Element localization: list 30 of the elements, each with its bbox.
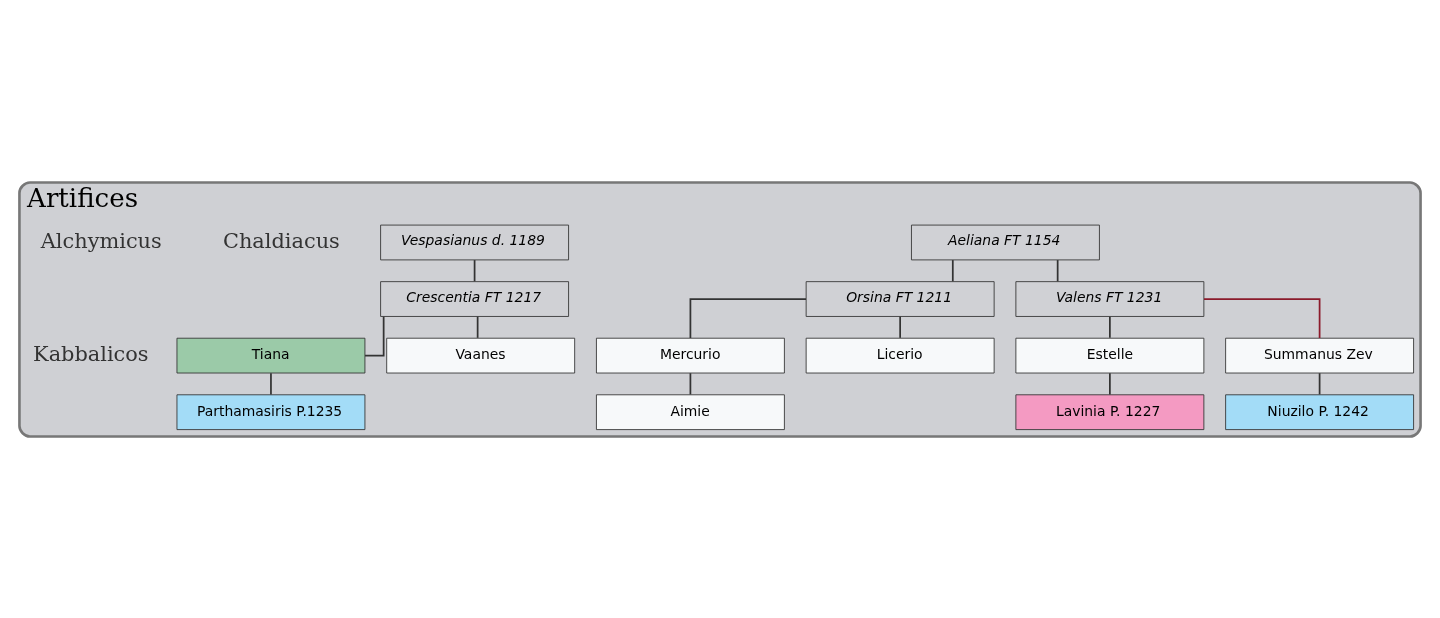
node-box: Lavinia P. 1227 — [1015, 393, 1205, 430]
node-box: Valens FT 1231 — [1015, 280, 1205, 317]
node-box: Vaanes — [386, 337, 576, 373]
node-box: Aeliana FT 1154 — [911, 224, 1100, 260]
node-box: Mercurio — [596, 337, 785, 373]
node-box: Estelle — [1015, 337, 1205, 373]
node-box: Niuzilo P. 1242 — [1225, 393, 1415, 430]
label: Alchymicus — [40, 228, 162, 253]
connector — [1109, 371, 1111, 395]
connector — [476, 315, 479, 339]
node-box: Tiana — [176, 337, 366, 373]
connector — [473, 258, 476, 282]
node-box: Orsina FT 1211 — [805, 280, 995, 317]
connector — [1056, 258, 1059, 282]
connector — [270, 371, 272, 395]
node-box: Parthamasiris P.1235 — [176, 393, 366, 430]
connector — [689, 297, 807, 339]
node-box: Licerio — [805, 337, 995, 373]
node-box: Summanus Zev — [1225, 337, 1415, 373]
node-box: Vespasianus d. 1189 — [380, 224, 569, 260]
connector — [899, 315, 901, 339]
connector — [689, 371, 692, 395]
node-box: Aimie — [596, 393, 785, 430]
label: Chaldiacus — [222, 228, 340, 253]
connector — [951, 258, 954, 282]
label: Kabbalicos — [33, 341, 149, 366]
connector — [1203, 297, 1321, 339]
node-box: Crescentia FT 1217 — [380, 280, 569, 317]
connector — [1109, 315, 1111, 339]
connector — [1318, 371, 1321, 395]
